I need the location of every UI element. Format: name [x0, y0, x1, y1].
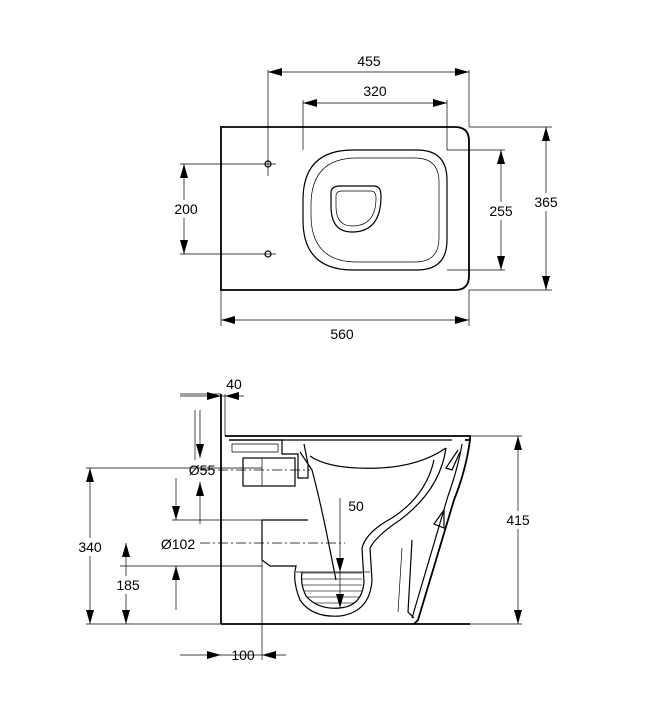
dim-outlet-offset: 100: [231, 647, 255, 663]
inlet-pipe: [242, 457, 296, 487]
dim-inlet-height: 340: [78, 539, 102, 555]
side-view: 40 Ø55 Ø102 340 185 50: [74, 376, 534, 663]
toilet-rim-side: [225, 435, 471, 441]
dim-depth-inner: 255: [489, 203, 513, 219]
top-view: 455 320 255 365 200 560: [170, 53, 562, 342]
drain-opening: [330, 185, 382, 233]
dim-height-total: 415: [506, 512, 530, 528]
dim-width-inner: 320: [363, 83, 387, 99]
dim-outlet-height: 185: [116, 577, 140, 593]
bowl-rim-inner: [310, 157, 440, 263]
water-hatch: [301, 572, 362, 609]
drain-opening-inner: [335, 190, 377, 227]
dim-bolt-spacing: 200: [174, 201, 198, 217]
dim-water-depth: 50: [348, 498, 364, 514]
dim-outlet-diameter: Ø102: [161, 536, 195, 552]
toilet-outline-top: [220, 126, 470, 291]
dim-wall-offset: 40: [226, 376, 242, 392]
dim-width-total: 455: [357, 53, 381, 69]
bowl-contour: [299, 451, 337, 581]
dim-inlet-diameter: Ø55: [189, 462, 216, 478]
dim-depth-total: 365: [534, 194, 558, 210]
toilet-body-outer: [413, 439, 471, 625]
dim-length-total: 560: [330, 326, 354, 342]
bowl-rim-top: [302, 149, 448, 271]
inlet-housing: [229, 439, 309, 479]
